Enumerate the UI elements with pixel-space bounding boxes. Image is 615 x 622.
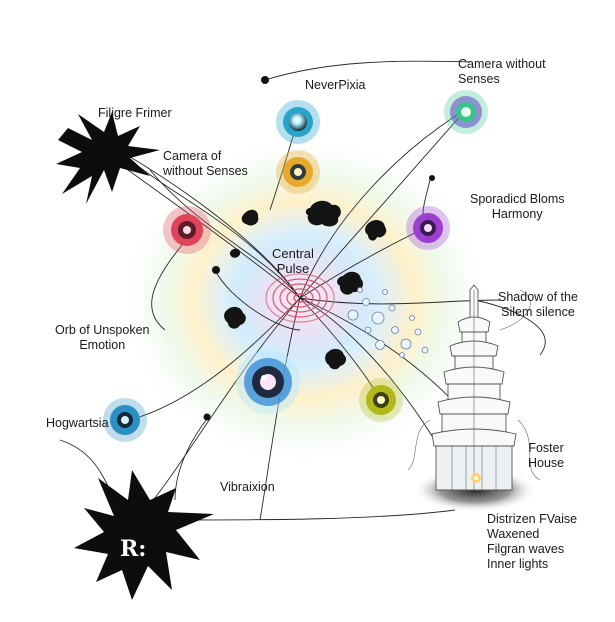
sporadic-bloms-line-1: Sporadicd Bloms [470,192,565,206]
shadow-silem-line-1: Shadow of the [498,290,578,304]
sporadic-bloms-label: Sporadicd Bloms Harmony [470,192,565,222]
bottom-right-line-2: Waxened [487,527,540,541]
bottom-right-line-1: Distrizen FVaise [487,512,578,526]
orb-camera-senses[interactable] [444,90,488,134]
camera-of-line-2: without Senses [163,164,248,178]
ink-splat-bottom-left [74,470,214,600]
aura-glow-inner [190,205,410,395]
bottom-right-line-4: Inner lights [487,557,549,571]
foster-house-line-2: House [528,456,565,470]
central-pulse-label: Central Pulse [272,246,314,276]
camera-without-senses-line-2: Senses [458,72,500,86]
vibraixion-label: Vibraixion [220,480,275,494]
filigre-frimer-label: Filigre Frimer [98,106,172,120]
bottom-right-line-3: Filgran waves [487,542,565,556]
shadow-silem-line-2: Silem silence [501,305,575,319]
bottom-right-caption: Distrizen FVaise Waxened Filgran waves I… [487,512,577,572]
camera-without-senses-label: Camera without Senses [458,57,546,87]
orb-unspoken-line-2: Emotion [79,338,126,352]
camera-of-line-1: Camera of [163,149,222,163]
orb-olive[interactable] [359,378,403,422]
camera-of-without-senses-label: Camera of without Senses [163,149,248,179]
orb-red[interactable] [163,206,211,254]
ink-blobs [224,200,387,370]
bubble-cluster [347,287,429,358]
central-pulse [265,273,335,323]
orb-neverpixia[interactable] [276,100,320,144]
neverpixia-label: NeverPixia [305,78,366,92]
orb-unspoken-line-1: Orb of Unspoken [55,323,150,337]
hogwartsia-label: Hogwartsia [46,416,109,430]
central-pulse-line-2: Pulse [276,261,310,276]
orb-purple[interactable] [406,206,450,250]
sporadic-bloms-line-2: Harmony [491,207,543,221]
orb-unspoken-label: Orb of Unspoken Emotion [55,323,150,353]
foster-house-line-1: Foster [528,441,564,455]
shadow-silem-label: Shadow of the Silem silence [498,290,578,320]
orb-emotion[interactable] [236,350,300,414]
foster-house-label: Foster House [528,441,564,471]
camera-without-senses-line-1: Camera without [458,57,546,71]
central-pulse-line-1: Central [272,246,314,261]
orb-hogwartsia[interactable] [103,398,147,442]
ink-splat-top-left [56,112,160,204]
pagoda-tower [407,284,541,512]
orb-golden[interactable] [276,150,320,194]
splat-glyph: R: [120,536,147,562]
